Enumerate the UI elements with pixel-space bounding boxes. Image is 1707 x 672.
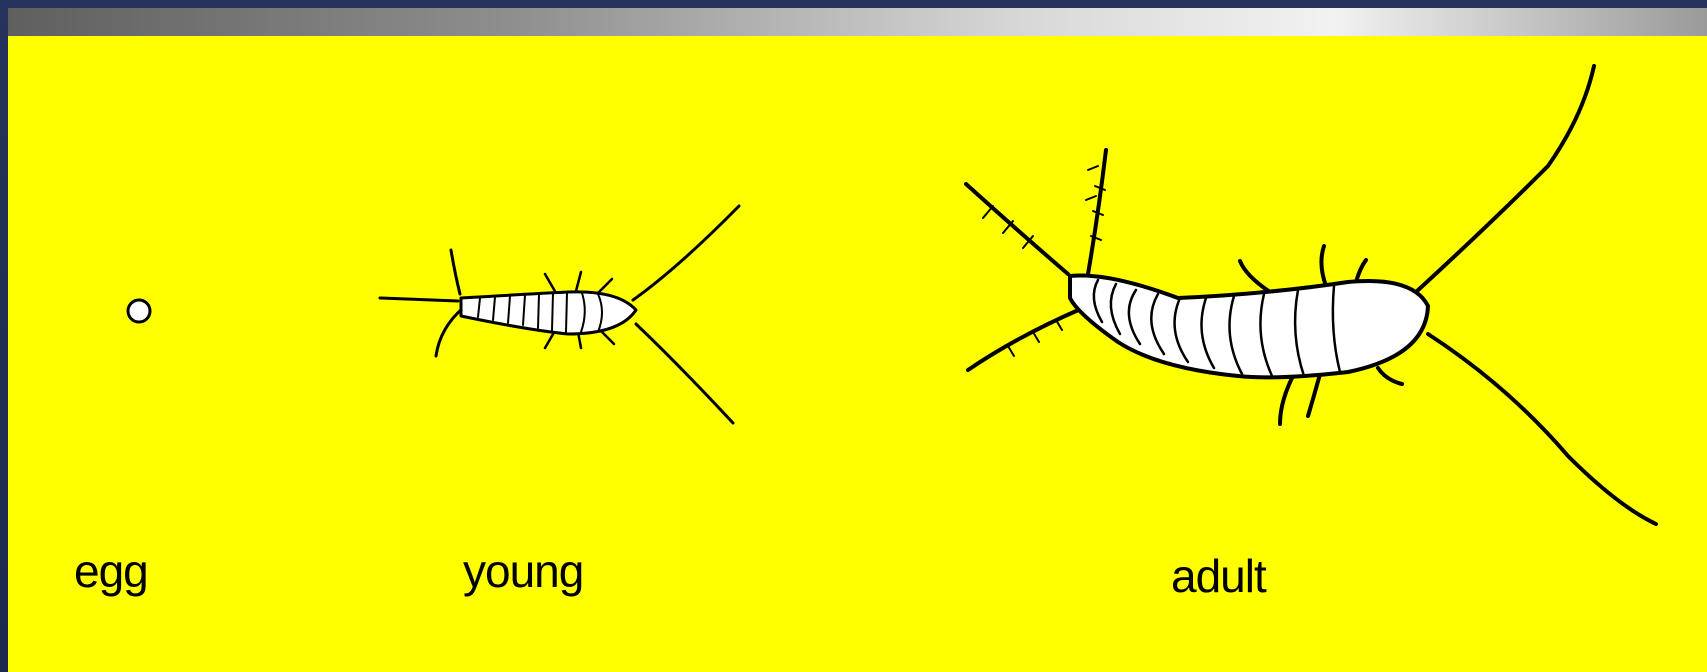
adult-silverfish-illustration [966, 66, 1656, 524]
egg-label: egg [74, 544, 148, 598]
young-label: young [463, 544, 583, 598]
lifecycle-panel: egg young adult [8, 36, 1707, 672]
lifecycle-illustration [8, 36, 1707, 672]
young-silverfish-illustration [380, 206, 739, 423]
title-bar [8, 8, 1707, 36]
adult-label: adult [1171, 549, 1266, 603]
egg-illustration [128, 300, 150, 322]
